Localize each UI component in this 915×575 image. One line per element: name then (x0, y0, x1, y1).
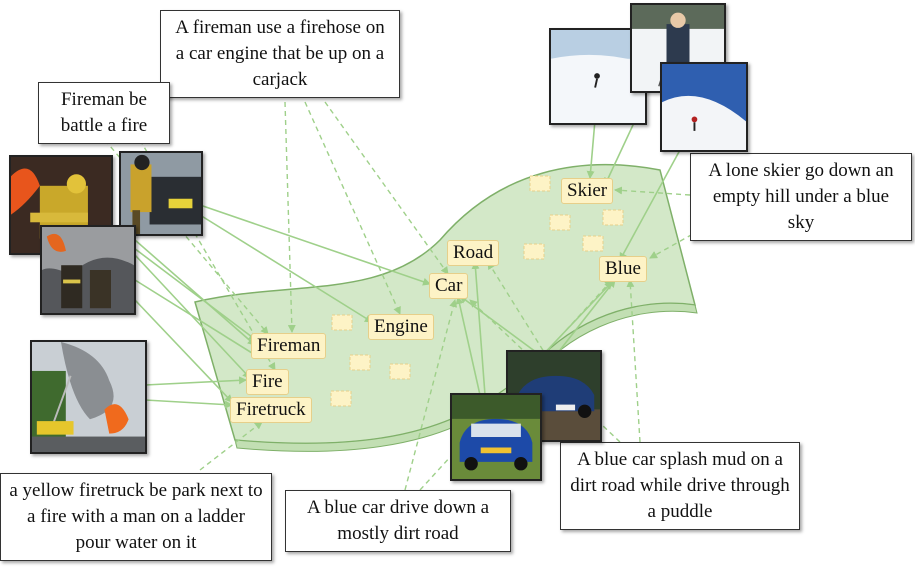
arrow (134, 299, 233, 403)
slot (529, 175, 551, 192)
skier-photo-1-image (551, 30, 645, 123)
word-road: Road (447, 240, 500, 266)
empty-embedding-slots (330, 175, 624, 407)
blue-car-photo-2 (450, 393, 542, 481)
image-arrows (109, 109, 681, 409)
arrow (619, 149, 681, 261)
firetruck-photo (30, 340, 147, 454)
arrow (404, 299, 458, 491)
arrow (134, 279, 261, 359)
word-car: Car (429, 273, 469, 299)
arrow (144, 376, 247, 386)
word-firetruck: Firetruck (230, 397, 312, 423)
word-fireman: Fireman (251, 333, 327, 359)
arrow (455, 296, 481, 396)
slot (349, 354, 371, 371)
skier-photo-1 (549, 28, 647, 125)
word-skier: Skier (561, 178, 614, 204)
slot (331, 314, 353, 331)
slot (389, 363, 411, 380)
fireman-photo-3 (40, 225, 136, 315)
arrow (559, 279, 616, 351)
caption-fireman-carjack: A fireman use a firehose on a car engine… (160, 10, 400, 98)
skier-photo-3 (660, 62, 748, 152)
word-blue: Blue (599, 256, 647, 282)
arrow (614, 186, 691, 196)
caption-fireman-battle: Fireman be battle a fire (38, 82, 170, 144)
firetruck-photo-image (32, 342, 145, 452)
arrow (586, 119, 596, 179)
caption-blue-car-splash: A blue car splash mud on a dirt road whi… (560, 442, 800, 530)
arrow (144, 399, 233, 409)
arrow (104, 139, 269, 335)
slot (549, 214, 571, 231)
skier-photo-3-image (662, 64, 746, 150)
caption-blue-car-dirt-road: A blue car drive down a mostly dirt road (285, 490, 511, 552)
blue-car-photo-2-image (452, 395, 540, 479)
word-fire: Fire (246, 369, 289, 395)
word-engine: Engine (368, 314, 434, 340)
slot (602, 209, 624, 226)
fireman-photo-2 (119, 151, 203, 236)
arrow (471, 261, 486, 396)
arrow (284, 101, 296, 333)
fireman-photo-3-image (42, 227, 134, 313)
arrow (199, 214, 373, 323)
arrow (134, 239, 256, 346)
caption-lone-skier: A lone skier go down an empty hill under… (690, 153, 912, 241)
arrow (199, 204, 431, 286)
slot (523, 243, 545, 260)
slot (330, 390, 352, 407)
slot (582, 235, 604, 252)
caption-yellow-firetruck: a yellow firetruck be park next to a fir… (0, 473, 272, 561)
fireman-photo-2-image (121, 153, 201, 234)
arrow (459, 295, 541, 356)
arrow (199, 421, 263, 471)
arrow (304, 101, 401, 315)
arrow (626, 279, 641, 443)
